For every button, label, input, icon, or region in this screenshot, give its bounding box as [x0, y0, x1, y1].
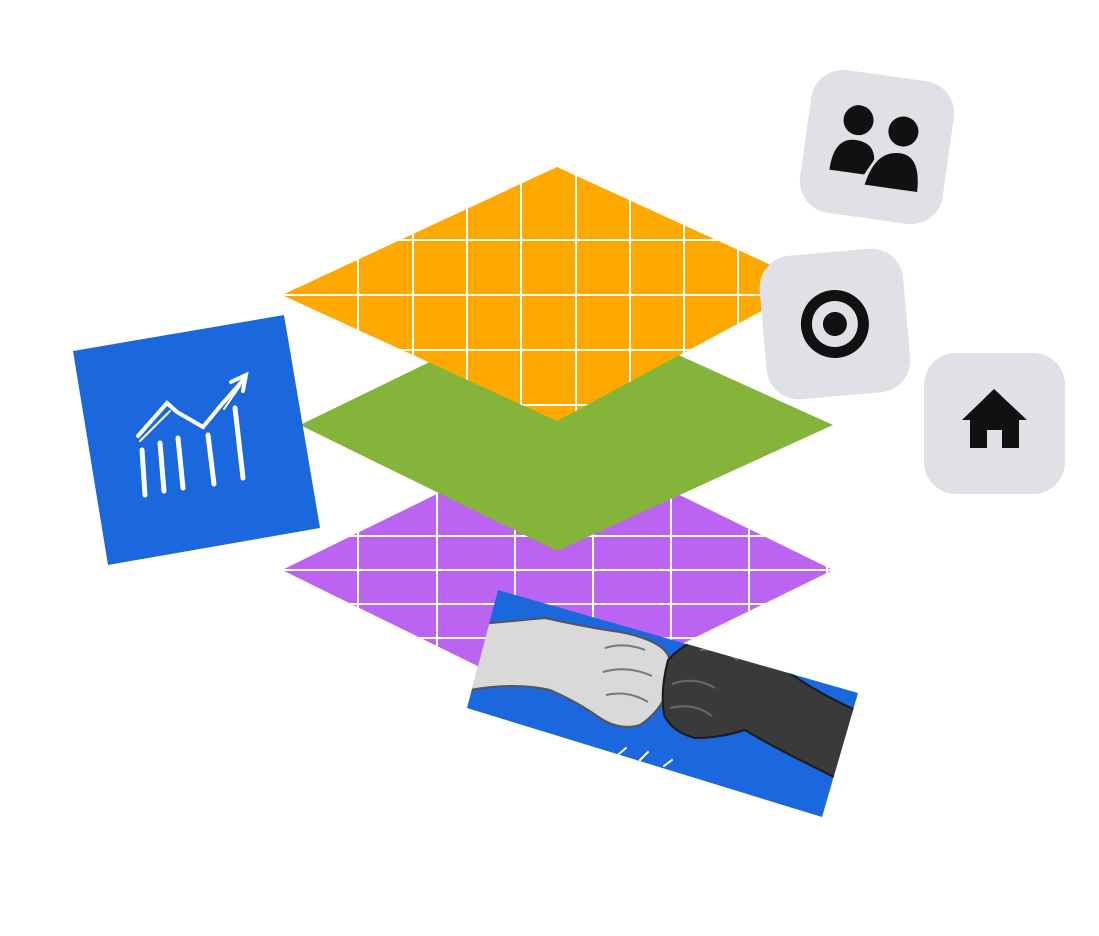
people-tile — [799, 69, 955, 225]
fist-bump-photo — [467, 590, 858, 817]
home-icon — [962, 389, 1027, 448]
target-icon — [800, 290, 869, 359]
target-tile — [759, 248, 911, 400]
people-icon — [829, 105, 919, 193]
growth-chart-card — [73, 315, 320, 565]
home-tile — [924, 353, 1065, 494]
trend-chart-icon — [136, 371, 249, 498]
fist-bump-icon — [469, 616, 858, 792]
